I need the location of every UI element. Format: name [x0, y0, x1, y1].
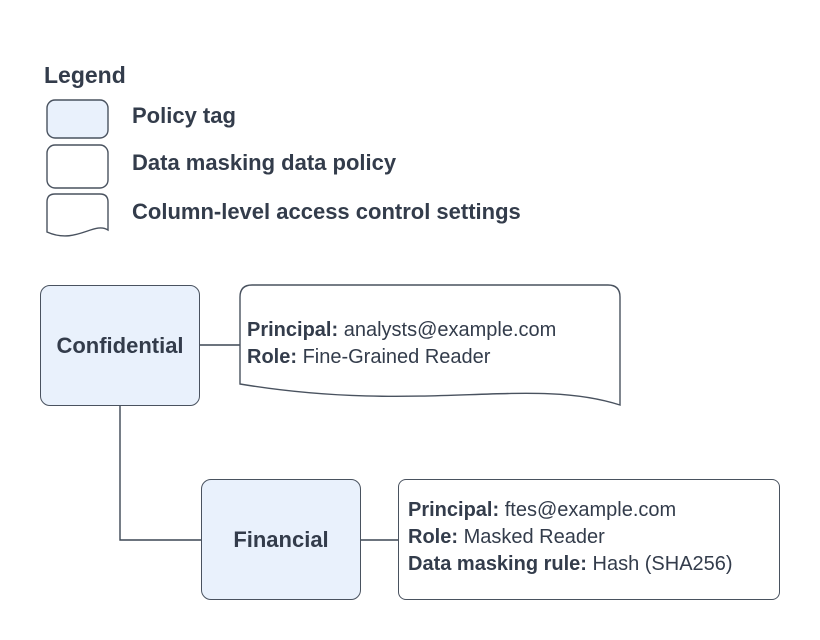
policy-principal-line: Principal: ftes@example.com: [408, 497, 733, 524]
role-value: Masked Reader: [463, 526, 605, 548]
legend-item-column-access-settings: Column-level access control settings: [132, 199, 521, 224]
settings-principal-line: Principal: analysts@example.com: [247, 317, 556, 344]
data-masking-policy-shape-icon: [46, 144, 109, 189]
masking-rule-value: Hash (SHA256): [592, 553, 733, 575]
principal-value: analysts@example.com: [343, 319, 557, 341]
node-confidential-label: Confidential: [56, 332, 184, 358]
connector-confidential-financial: [119, 406, 201, 541]
settings-role-line: Role: Fine-Grained Reader: [247, 344, 556, 371]
principal-label: Principal:: [247, 319, 339, 341]
role-value: Fine-Grained Reader: [302, 346, 491, 368]
masking-rule-label: Data masking rule:: [408, 553, 587, 575]
confidential-settings-text: Principal: analysts@example.com Role: Fi…: [247, 317, 556, 371]
role-label: Role:: [247, 346, 297, 368]
policy-tag-shape-icon: [46, 99, 109, 139]
legend-item-data-masking-policy: Data masking data policy: [132, 150, 397, 175]
node-financial-label: Financial: [233, 526, 329, 552]
legend-item-policy-tag: Policy tag: [132, 103, 236, 128]
node-financial: Financial: [201, 479, 361, 600]
legend-title: Legend: [44, 62, 126, 88]
role-label: Role:: [408, 526, 458, 548]
settings-document-shape: [239, 284, 621, 406]
node-confidential: Confidential: [40, 285, 200, 406]
column-access-settings-shape-icon: [46, 193, 109, 237]
financial-data-policy-text: Principal: ftes@example.com Role: Masked…: [408, 497, 733, 578]
principal-value: ftes@example.com: [504, 499, 677, 521]
policy-masking-rule-line: Data masking rule: Hash (SHA256): [408, 551, 733, 578]
financial-data-policy-box: [398, 479, 780, 600]
principal-label: Principal:: [408, 499, 500, 521]
policy-role-line: Role: Masked Reader: [408, 524, 733, 551]
